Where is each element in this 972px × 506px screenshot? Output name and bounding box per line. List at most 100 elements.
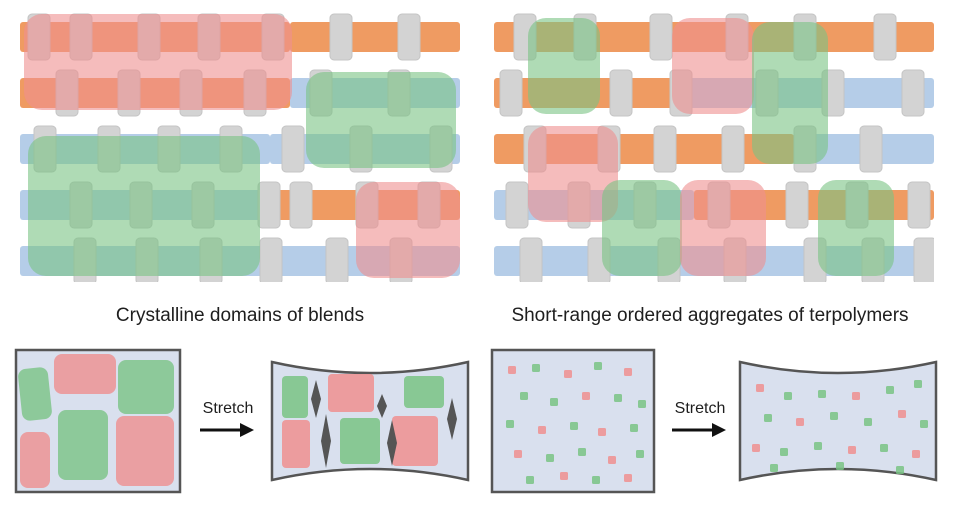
crystalline-domain-green <box>28 136 260 276</box>
crystal-block-green <box>18 367 52 421</box>
aggregate-dot-green <box>784 392 792 400</box>
aggregate-red <box>680 180 766 276</box>
aggregate-green <box>528 18 600 114</box>
aggregate-dot-green <box>864 418 872 426</box>
aggregate-dot-green <box>578 448 586 456</box>
chain-link-block <box>519 237 543 282</box>
aggregate-dot-green <box>764 414 772 422</box>
aggregate-dot-green <box>520 392 528 400</box>
aggregate-dot-green <box>532 364 540 372</box>
chain-link-block <box>901 69 925 117</box>
blend-film-unstretched <box>14 348 182 494</box>
aggregate-dot-green <box>780 448 788 456</box>
aggregate-dot-green <box>630 424 638 432</box>
chain-link-block <box>259 237 283 282</box>
chain-link-block <box>649 13 673 61</box>
chain-link-block <box>873 13 897 61</box>
chain-link-block <box>653 125 677 173</box>
chain-segment <box>290 22 460 52</box>
aggregate-dot-green <box>638 400 646 408</box>
chain-link-block <box>785 181 809 229</box>
chain-link-block <box>907 181 931 229</box>
aggregate-red <box>528 126 618 222</box>
fractured-block-green <box>404 376 444 408</box>
aggregate-dot-green <box>830 412 838 420</box>
fractured-block-green <box>282 376 308 418</box>
caption-terpolymers: Short-range ordered aggregates of terpol… <box>511 305 909 326</box>
terpolymer-chain-svg <box>494 13 934 282</box>
crystal-block-red <box>116 416 174 486</box>
chain-link-block <box>289 181 313 229</box>
aggregate-dot-green <box>836 462 844 470</box>
crack <box>387 420 397 466</box>
aggregate-green <box>818 180 894 276</box>
chain-link-block <box>609 69 633 117</box>
aggregate-dot-green <box>526 476 534 484</box>
aggregate-dot-red <box>538 426 546 434</box>
aggregate-dot-green <box>570 422 578 430</box>
chain-link-block <box>397 13 421 61</box>
aggregate-dot-green <box>914 380 922 388</box>
blend-chain-diagram <box>20 10 460 282</box>
aggregate-dot-green <box>886 386 894 394</box>
stretch-arrow-right <box>668 420 728 440</box>
stretch-label-left: Stretch <box>202 400 254 417</box>
aggregate-dot-red <box>582 392 590 400</box>
aggregate-green <box>752 22 828 164</box>
aggregate-dot-red <box>848 446 856 454</box>
aggregate-dot-green <box>592 476 600 484</box>
aggregate-dot-green <box>546 454 554 462</box>
chain-link-block <box>281 125 305 173</box>
crystalline-domain-red <box>356 182 460 278</box>
aggregate-dot-green <box>896 466 904 474</box>
aggregate-dot-green <box>506 420 514 428</box>
aggregate-dot-red <box>852 392 860 400</box>
fractured-block-red <box>282 420 310 468</box>
crystalline-domain-green <box>306 72 456 168</box>
crack <box>311 380 321 418</box>
chain-link-block <box>499 69 523 117</box>
crystal-block-red <box>20 432 50 488</box>
aggregate-dot-red <box>752 444 760 452</box>
aggregate-dot-green <box>818 390 826 398</box>
fractured-block-green <box>340 418 380 464</box>
aggregate-dot-red <box>912 450 920 458</box>
aggregate-dot-red <box>514 450 522 458</box>
crystalline-domain-red <box>24 14 292 110</box>
aggregate-dot-green <box>550 398 558 406</box>
chain-link-block <box>721 125 745 173</box>
aggregate-dot-green <box>636 450 644 458</box>
aggregate-dot-red <box>508 366 516 374</box>
terpolymer-film-unstretched <box>490 348 656 494</box>
aggregate-dot-green <box>614 394 622 402</box>
chain-link-block <box>325 237 349 282</box>
aggregate-dot-red <box>796 418 804 426</box>
aggregate-dot-red <box>756 384 764 392</box>
crystal-block-green <box>118 360 174 414</box>
caption-blends: Crystalline domains of blends <box>115 305 365 326</box>
crystal-block-red <box>54 354 116 394</box>
blend-film-stretched <box>268 358 472 484</box>
aggregate-dot-green <box>594 362 602 370</box>
crack <box>377 394 387 418</box>
crack <box>321 414 331 468</box>
aggregate-dot-red <box>608 456 616 464</box>
aggregate-dot-red <box>560 472 568 480</box>
chain-link-block <box>859 125 883 173</box>
terpolymer-chain-diagram <box>494 10 934 282</box>
aggregate-dot-red <box>624 368 632 376</box>
aggregate-green <box>602 180 682 276</box>
fractured-block-red <box>392 416 438 466</box>
fractured-block-red <box>328 374 374 412</box>
chain-link-block <box>913 237 934 282</box>
aggregate-dot-red <box>598 428 606 436</box>
crystal-block-green <box>58 410 108 480</box>
chain-link-block <box>257 181 281 229</box>
terpolymer-film-stretched <box>736 358 940 484</box>
stretch-label-right: Stretch <box>674 400 726 417</box>
aggregate-dot-red <box>564 370 572 378</box>
aggregate-dot-red <box>624 474 632 482</box>
chain-link-block <box>329 13 353 61</box>
aggregate-dot-red <box>898 410 906 418</box>
stretch-arrow-left <box>196 420 256 440</box>
